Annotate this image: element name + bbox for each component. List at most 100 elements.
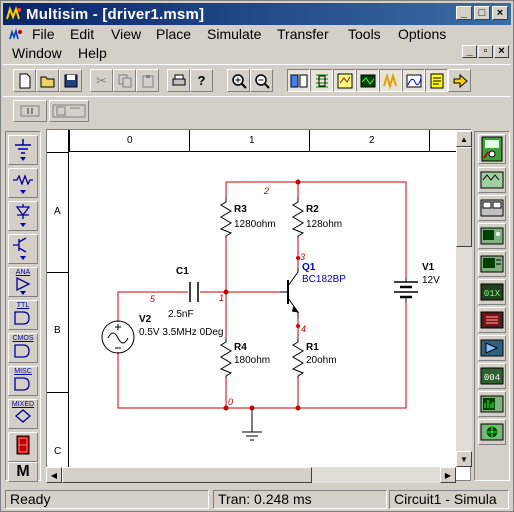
- status-bar: Ready Tran: 0.248 ms Circuit1 - Simula: [3, 489, 511, 510]
- paste-button[interactable]: [136, 69, 159, 92]
- menu-tools[interactable]: Tools: [348, 26, 381, 42]
- simulate-switch[interactable]: [49, 100, 89, 122]
- wattmeter-icon: [480, 199, 504, 217]
- r3-resistor[interactable]: [219, 198, 233, 238]
- junctions: [223, 179, 301, 411]
- child-restore-button[interactable]: ▫: [478, 45, 493, 58]
- wire[interactable]: [226, 181, 407, 278]
- bode-plotter-button[interactable]: [478, 251, 506, 277]
- postprocessor-toggle[interactable]: [402, 69, 425, 92]
- arrow-up-icon: ▲: [460, 134, 468, 144]
- cmos-button[interactable]: CMOS: [8, 333, 38, 363]
- save-button[interactable]: [59, 69, 82, 92]
- indicators-button[interactable]: [8, 432, 38, 462]
- child-minimize-button[interactable]: _: [462, 45, 477, 58]
- ttl-button[interactable]: TTL: [8, 300, 38, 330]
- cut-button[interactable]: ✂: [90, 69, 113, 92]
- zoom-out-button[interactable]: [250, 69, 273, 92]
- seven-segment-icon: [16, 435, 30, 455]
- spectrum-analyzer-button[interactable]: [478, 391, 506, 417]
- v2-ref: V2: [139, 314, 152, 325]
- database-manager-toggle[interactable]: [310, 69, 333, 92]
- document-icon[interactable]: [9, 28, 23, 42]
- new-file-icon: [19, 73, 30, 88]
- close-button[interactable]: ×: [492, 6, 508, 20]
- r4-resistor[interactable]: [219, 338, 233, 378]
- pause-button[interactable]: [13, 100, 47, 122]
- q1-transistor[interactable]: [280, 268, 300, 318]
- description-toggle[interactable]: [425, 69, 448, 92]
- word-generator-button[interactable]: 01X: [478, 279, 506, 305]
- distortion-analyzer-button[interactable]: 004: [478, 363, 506, 389]
- menu-help[interactable]: Help: [78, 45, 107, 61]
- misc-digital-button[interactable]: MISC: [8, 366, 38, 396]
- arrow-down-icon: ▼: [460, 454, 468, 464]
- row-ruler: A B C: [47, 130, 69, 482]
- copy-button[interactable]: [113, 69, 136, 92]
- horizontal-scroll-thumb[interactable]: [62, 467, 312, 483]
- r2-resistor[interactable]: [291, 198, 305, 238]
- new-button[interactable]: [13, 69, 36, 92]
- r1-resistor[interactable]: [291, 338, 305, 378]
- title-bar[interactable]: Multisim - [driver1.msm] _ □ ×: [3, 3, 511, 25]
- instruments-toggle[interactable]: [356, 69, 379, 92]
- v1-battery[interactable]: [394, 278, 418, 302]
- export-button[interactable]: [448, 69, 471, 92]
- analog-ics-button[interactable]: ANA: [8, 267, 38, 297]
- child-close-button[interactable]: ×: [494, 45, 509, 58]
- schematic-workspace[interactable]: 0 1 2 A B C: [46, 129, 472, 482]
- scroll-up-button[interactable]: ▲: [456, 131, 472, 147]
- help-button[interactable]: ?: [190, 69, 213, 92]
- minimize-icon: _: [460, 6, 468, 19]
- wattmeter-button[interactable]: [478, 195, 506, 221]
- logic-analyzer-icon: [480, 311, 504, 329]
- sources-button[interactable]: [8, 135, 38, 165]
- menu-view[interactable]: View: [111, 26, 142, 42]
- wire[interactable]: [117, 291, 188, 322]
- multimeter-button[interactable]: [478, 134, 506, 164]
- spectrum-analyzer-icon: [480, 395, 504, 413]
- minimize-button[interactable]: _: [456, 6, 472, 20]
- basic-button[interactable]: [8, 168, 38, 198]
- junction-dot: [296, 256, 300, 260]
- network-analyzer-button[interactable]: [478, 419, 506, 445]
- menu-file[interactable]: File: [32, 26, 55, 42]
- zoom-in-button[interactable]: [227, 69, 250, 92]
- vertical-scrollbar[interactable]: ▲ ▼: [456, 131, 472, 467]
- status-ready: Ready: [5, 490, 209, 509]
- logic-converter-icon: [480, 339, 504, 357]
- logic-analyzer-button[interactable]: [478, 307, 506, 333]
- open-button[interactable]: [36, 69, 59, 92]
- print-button[interactable]: [167, 69, 190, 92]
- menu-window[interactable]: Window: [12, 45, 62, 61]
- oscilloscope-button[interactable]: [478, 223, 506, 249]
- menu-place[interactable]: Place: [156, 26, 192, 42]
- menu-options[interactable]: Options: [398, 26, 447, 42]
- c1-ref: C1: [176, 266, 189, 277]
- logic-converter-button[interactable]: [478, 335, 506, 361]
- mixed-button[interactable]: MIXED: [8, 399, 38, 429]
- create-component-toggle[interactable]: [333, 69, 356, 92]
- wire[interactable]: [117, 302, 407, 409]
- misc-button[interactable]: M: [8, 462, 38, 482]
- transistors-button[interactable]: [8, 234, 38, 264]
- menu-transfer[interactable]: Transfer: [277, 26, 329, 42]
- ground-symbol[interactable]: [242, 405, 262, 441]
- scroll-left-button[interactable]: ◀: [46, 467, 62, 483]
- function-generator-button[interactable]: [478, 167, 506, 193]
- menu-edit[interactable]: Edit: [70, 26, 95, 42]
- pause-icon: [20, 105, 40, 117]
- arrow-right-icon: [453, 73, 468, 88]
- scroll-down-button[interactable]: ▼: [456, 451, 472, 467]
- menu-simulate[interactable]: Simulate: [207, 26, 262, 42]
- v2-ac-source[interactable]: [101, 320, 135, 354]
- parts-bin-toggle[interactable]: [287, 69, 310, 92]
- diodes-button[interactable]: [8, 201, 38, 231]
- analysis-toggle[interactable]: [379, 69, 402, 92]
- c1-capacitor[interactable]: [189, 282, 199, 302]
- maximize-button[interactable]: □: [474, 6, 490, 20]
- horizontal-scrollbar[interactable]: ◀ ▶: [46, 467, 456, 483]
- parts-bin-icon: [290, 74, 307, 87]
- scroll-right-button[interactable]: ▶: [440, 467, 456, 483]
- vertical-scroll-thumb[interactable]: [456, 147, 472, 247]
